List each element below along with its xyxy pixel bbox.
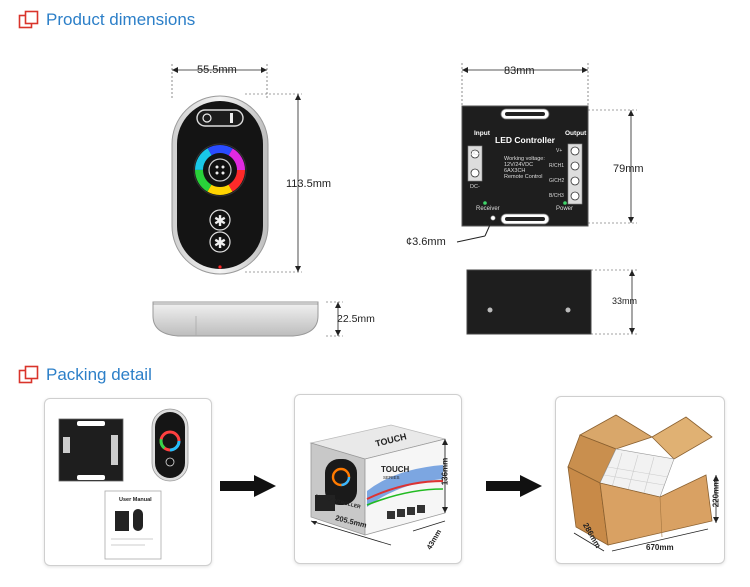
remote-width-label: 55.5mm [197,64,237,76]
controller-output-label: Output [565,130,587,137]
remote-body [177,101,263,269]
remote-side-view [152,301,343,337]
out-label-r: R/CH1 [549,163,565,169]
packing-detail-title: Packing detail [46,365,152,384]
remote-depth-label: 22.5mm [337,313,375,325]
packing-step-items: User Manual [44,398,212,566]
giftbox-illustration [309,424,448,546]
svg-text:✱: ✱ [214,235,227,252]
controller-side-view [466,269,638,335]
controller-front-view [456,63,637,243]
svg-text:✱: ✱ [214,213,227,230]
brightness-down-button [209,231,231,253]
controller-dc-plus: DC+ [470,151,482,157]
packing-detail-header: Packing detail [18,365,152,385]
out-label-g: G/CH2 [549,178,565,184]
process-arrow-1 [220,475,276,497]
power-led [563,201,567,205]
controller-spec-block: Working voltage: 12V/24VDC 6AX3CH Remote… [504,156,545,180]
remote-power-switch [196,109,244,127]
controller-body [461,105,589,227]
packing-items-illustration [58,408,189,560]
carton-illustration [567,414,719,552]
receiver-led [483,201,487,205]
spec-line-12v: 12V/24VDC [504,162,534,168]
controller-side-height-label: 33mm [612,296,638,306]
carton-height-label: 220mm [711,479,721,508]
out-label-vplus: V+ [556,148,563,154]
controller-hole-label: ¢3.6mm [406,236,446,248]
remote-height-label: 113.5mm [286,178,332,190]
product-dimensions-header: Product dimensions [18,10,195,30]
remote-front-view: ✱ ✱ [171,64,302,275]
box-series: SERIES [383,475,400,480]
controller-width-label: 83mm [504,65,535,77]
receiver-label: Receiver [476,206,500,212]
power-label: Power [556,206,574,212]
packing-step-carton: 220mm 670mm 286mm [555,396,725,564]
out-label-b: B/CH3 [549,193,564,199]
product-dimensions-title: Product dimensions [46,10,196,29]
color-wheel [195,145,245,195]
manual-title: User Manual [119,497,152,503]
section-bullet-icon [18,10,39,29]
controller-height-label: 79mm [613,163,644,175]
packing-step-giftbox: TOUCH TOUCH SERIES LED CONTROLLER 136mm … [294,394,462,564]
box-brand-front: TOUCH [381,465,410,474]
spec-line-voltage: Working voltage: [504,156,545,162]
spec-line-channels: 6AX3CH [504,168,526,174]
controller-dc-minus: DC- [470,184,480,190]
spec-line-remote: Remote Control [504,174,543,180]
controller-input-label: Input [474,130,490,137]
carton-width-label: 670mm [646,543,674,552]
process-arrow-2 [486,475,542,497]
section-bullet-icon [18,365,39,384]
brightness-up-button [209,209,231,231]
remote-led-indicator [218,265,222,269]
mounting-hole [490,215,496,221]
box-height-label: 136mm [440,457,450,486]
mode-button [208,158,232,182]
controller-panel-title: LED Controller [495,135,555,145]
